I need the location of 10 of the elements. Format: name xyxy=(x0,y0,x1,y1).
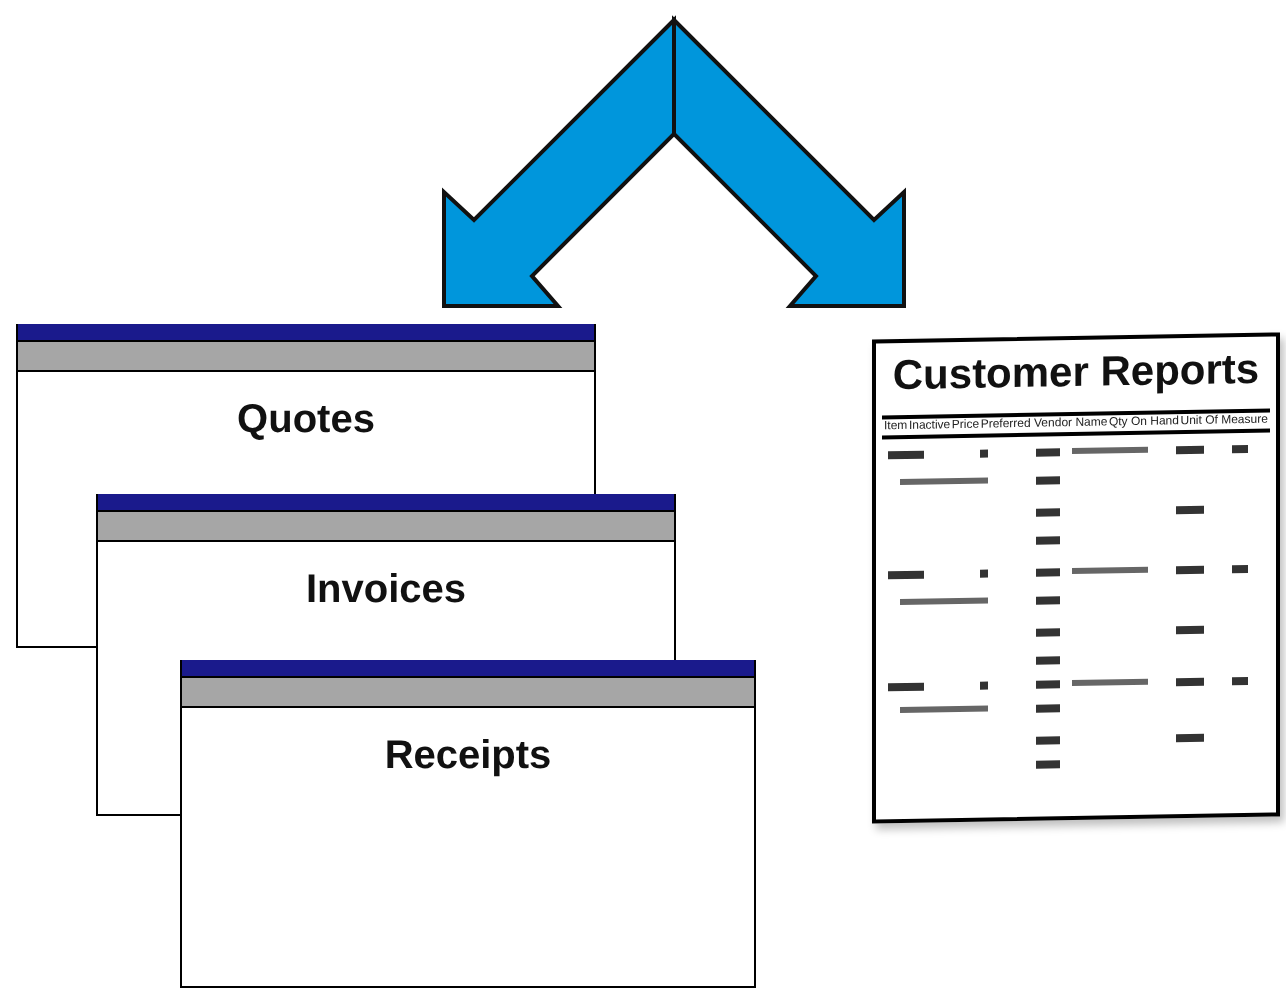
window-title: Receipts xyxy=(382,732,554,782)
block-arrow xyxy=(672,15,906,308)
window-title: Quotes xyxy=(235,396,377,446)
window-panel xyxy=(96,494,676,660)
report-sheet xyxy=(872,332,1280,824)
window-panel xyxy=(180,660,756,988)
report-title: Customer Reports xyxy=(890,344,1262,404)
window-panel xyxy=(16,324,596,494)
block-arrow xyxy=(442,15,676,308)
window-title: Invoices xyxy=(303,566,469,616)
